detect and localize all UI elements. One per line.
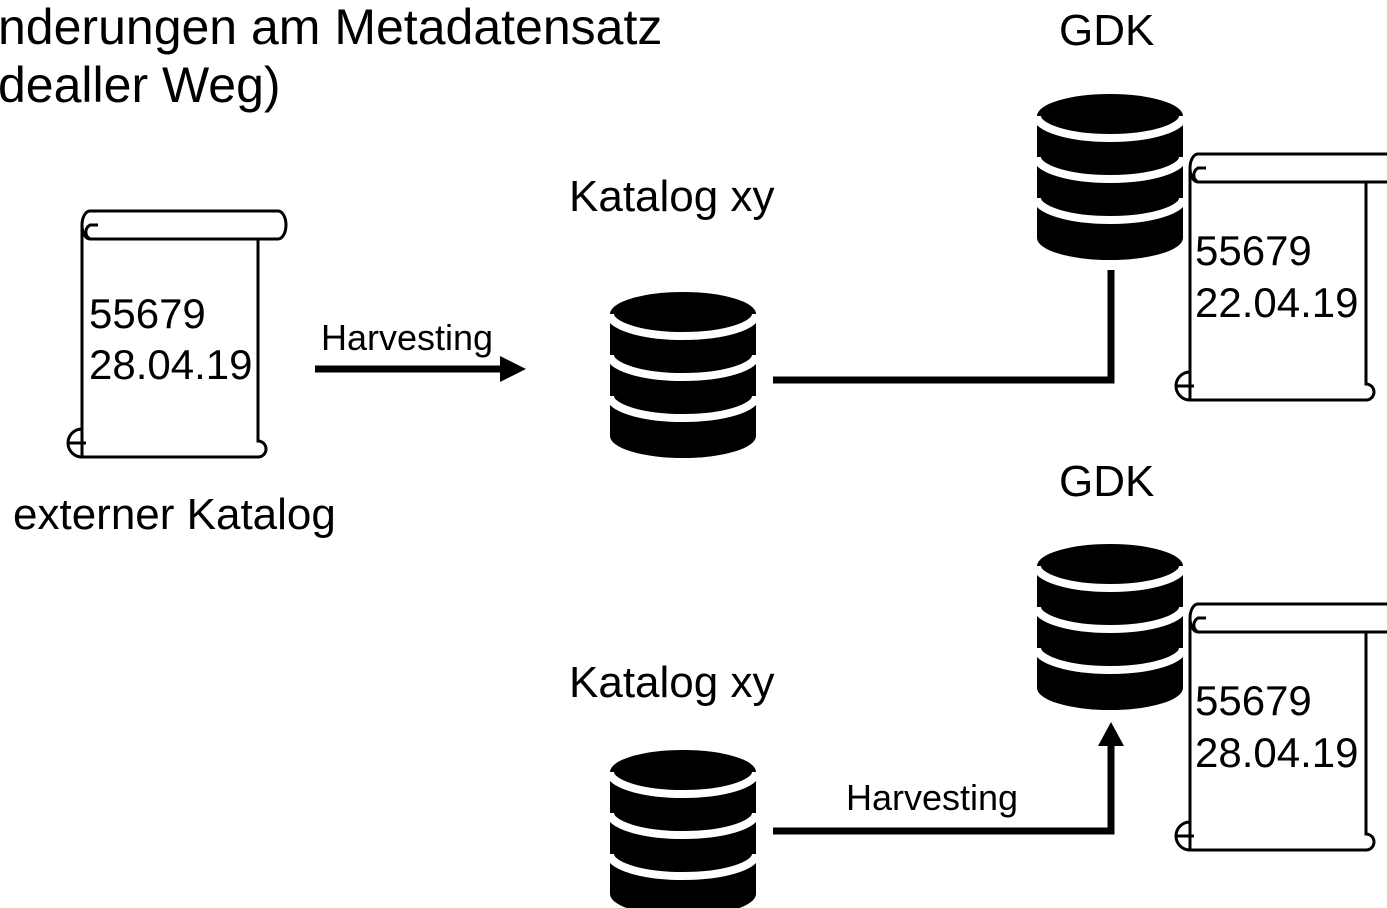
gdk-bottom-record-id: 55679 [1195, 677, 1312, 724]
harvest-label-top: Harvesting [321, 317, 494, 358]
catalog-top-label: Katalog xy [569, 172, 775, 221]
catalog-top-database-icon [610, 292, 756, 458]
harvest-label-bottom: Harvesting [846, 777, 1019, 818]
gdk-top-database-icon [1037, 94, 1183, 260]
gdk-bottom-record-date: 28.04.19 [1195, 729, 1359, 776]
external-catalog-label: externer Katalog [13, 490, 336, 539]
gdk-bottom-record-scroll-icon [1174, 602, 1387, 852]
title-line-1: nderungen am Metadatensatz [0, 0, 663, 55]
external-record-id: 55679 [89, 290, 206, 337]
harvest-arrow-bottom [773, 722, 1124, 835]
gdk-bottom-database-icon [1037, 544, 1183, 710]
catalog-bottom-database-icon [610, 750, 756, 908]
title-line-2: dealler Weg) [0, 57, 281, 113]
gdk-top-record-date: 22.04.19 [1195, 279, 1359, 326]
gdk-bottom-label: GDK [1059, 457, 1155, 506]
gdk-top-record-scroll-icon [1174, 152, 1387, 402]
external-record-date: 28.04.19 [89, 341, 253, 388]
gdk-top-record-id: 55679 [1195, 227, 1312, 274]
catalog-bottom-label: Katalog xy [569, 658, 775, 707]
gdk-top-label: GDK [1059, 6, 1155, 55]
connector-top [773, 270, 1115, 384]
harvest-arrow-top [315, 356, 526, 382]
